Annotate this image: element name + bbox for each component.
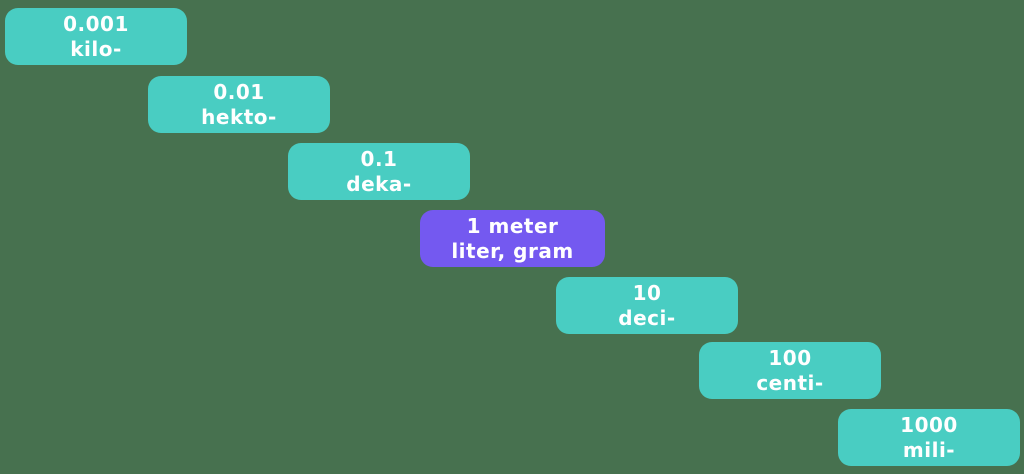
step-value: 0.01	[213, 79, 265, 104]
step-label: hekto-	[201, 104, 277, 129]
step-hekto: 0.01 hekto-	[148, 76, 330, 133]
step-value: 1000	[900, 412, 958, 437]
step-value: 1 meter	[466, 213, 559, 238]
step-deka: 0.1 deka-	[288, 143, 470, 200]
step-label: centi-	[756, 370, 824, 395]
step-value: 0.001	[63, 11, 129, 36]
step-value: 0.1	[360, 146, 398, 171]
step-label: liter, gram	[451, 238, 574, 263]
step-label: mili-	[902, 437, 956, 462]
step-value: 100	[768, 345, 812, 370]
step-base-unit: 1 meter liter, gram	[420, 210, 605, 267]
step-label: deci-	[618, 305, 676, 330]
step-mili: 1000 mili-	[838, 409, 1020, 466]
step-kilo: 0.001 kilo-	[5, 8, 187, 65]
step-centi: 100 centi-	[699, 342, 881, 399]
step-value: 10	[632, 280, 662, 305]
step-label: kilo-	[70, 36, 122, 61]
step-label: deka-	[346, 171, 412, 196]
step-deci: 10 deci-	[556, 277, 738, 334]
